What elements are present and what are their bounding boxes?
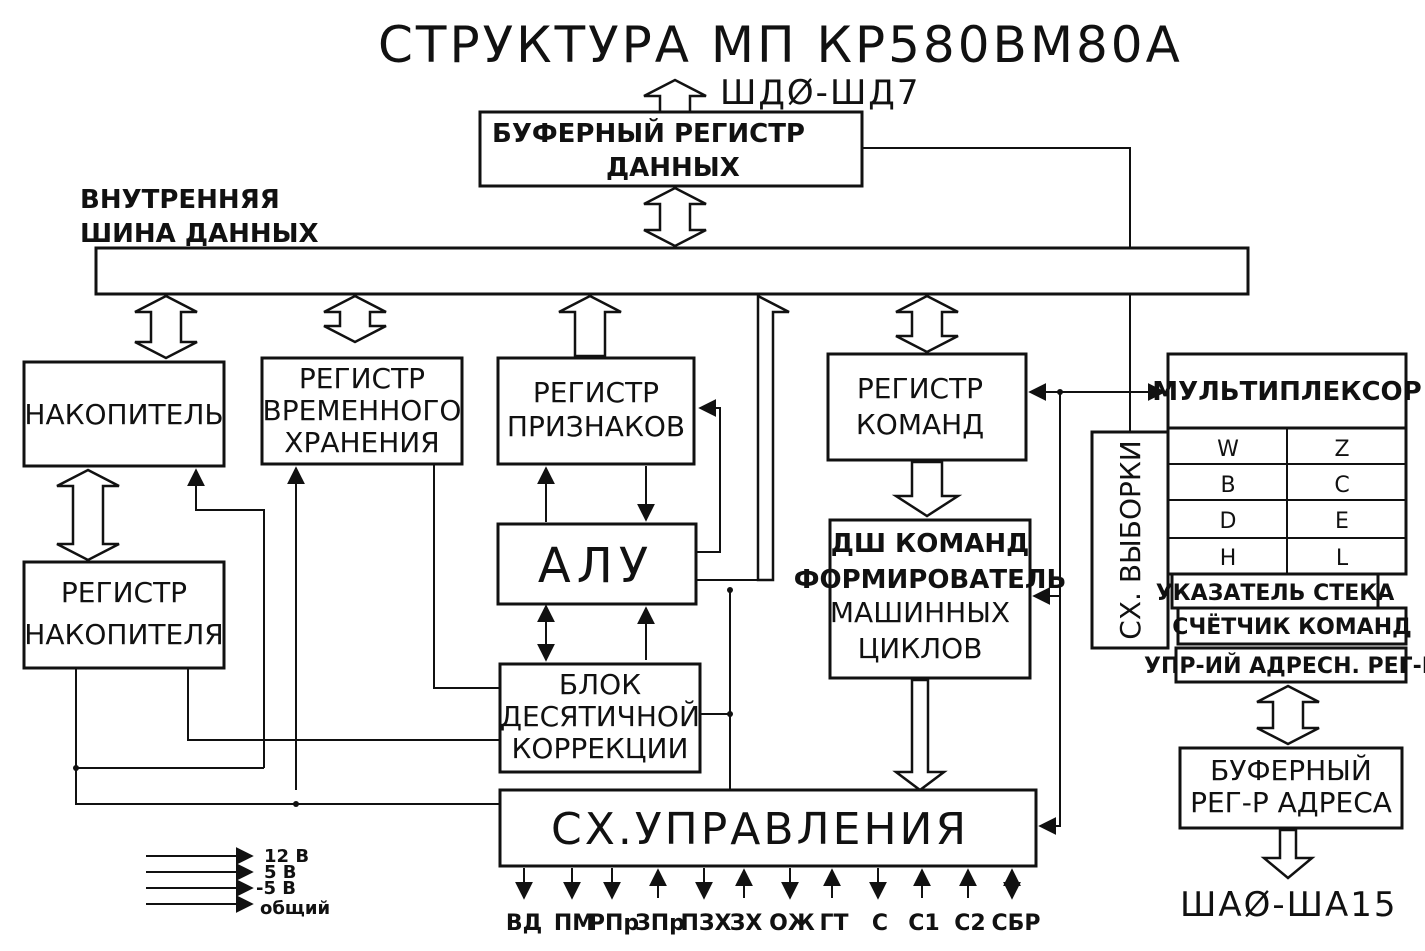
buffer-address-label-2: РЕГ-Р АДРЕСА — [1190, 786, 1392, 819]
register-h: H — [1220, 546, 1237, 571]
program-counter-label: СЧЁТЧИК КОМАНД — [1172, 614, 1411, 640]
internal-data-bus — [94, 246, 1250, 296]
register-z: Z — [1334, 437, 1349, 462]
signal-zh: ЗХ — [730, 911, 763, 936]
program-counter — [1176, 606, 1408, 646]
register-e: E — [1335, 509, 1349, 534]
diagram-title: СТРУКТУРА МП КР580ВМ80А — [378, 16, 1183, 74]
register-d: D — [1220, 509, 1237, 534]
bus-temp-arrow — [323, 294, 387, 344]
register-c: C — [1334, 473, 1349, 498]
bus-accumulator-arrow — [134, 294, 198, 360]
signal-rp: РПр — [589, 911, 639, 936]
signal-gt: ГТ — [819, 911, 848, 936]
instruction-register-block — [826, 352, 1028, 462]
buffer-data-label-2: ДАННЫХ — [606, 153, 740, 183]
decoder-label-2: ФОРМИРОВАТЕЛЬ — [794, 565, 1067, 595]
flags-register-block — [496, 356, 696, 466]
buffer-address-label-1: БУФЕРНЫЙ — [1210, 753, 1372, 787]
address-control-label: УПР-ИЙ АДРЕСН. РЕГ-Р — [1144, 653, 1425, 679]
internal-bus-label-1: ВНУТРЕННЯЯ — [80, 185, 280, 215]
power-5v: 5 В — [264, 862, 297, 883]
decimal-correction-label-1: БЛОК — [559, 668, 641, 701]
internal-bus-label-2: ШИНА ДАННЫХ — [80, 219, 319, 249]
temp-register-label-2: ВРЕМЕННОГО — [263, 394, 462, 427]
decoder-block — [828, 518, 1032, 680]
signal-s1: С1 — [908, 911, 939, 936]
signal-zp: ЗПр — [635, 911, 685, 936]
control-unit-label: СХ.УПРАВЛЕНИЯ — [551, 804, 969, 855]
buffer-data-register — [478, 110, 864, 188]
power-ground: общий — [260, 898, 330, 919]
acc-accreg-arrow — [56, 468, 120, 562]
temp-register-label-3: ХРАНЕНИЯ — [284, 426, 439, 459]
control-signal-lines — [515, 868, 1021, 900]
stack-pointer-label: УКАЗАТЕЛЬ СТЕКА — [1156, 581, 1395, 606]
signal-pm: ПМ — [554, 911, 594, 936]
flags-register-label-2: ПРИЗНАКОВ — [507, 410, 685, 443]
buffer-bus-double-arrow — [643, 186, 707, 248]
decoder-label-4: ЦИКЛОВ — [858, 632, 983, 665]
bus-instr-arrow — [895, 294, 959, 354]
address-bus-arrow — [1260, 828, 1316, 880]
data-bus-arrow — [643, 78, 707, 114]
accumulator-register-label-2: НАКОПИТЕЛЯ — [24, 618, 223, 651]
signal-s: С — [872, 911, 888, 936]
temp-register-block — [260, 356, 464, 466]
flags-register-label-1: РЕГИСТР — [533, 376, 659, 409]
stack-pointer — [1170, 572, 1380, 610]
selector-label: СХ. ВЫБОРКИ — [1114, 440, 1147, 639]
control-unit-block — [498, 788, 1038, 868]
alu-label: АЛУ — [538, 538, 654, 594]
decoder-label-3: МАШИННЫХ — [830, 596, 1010, 629]
regfile-buffer-address-arrow — [1256, 684, 1320, 746]
instruction-register-label-1: РЕГИСТР — [857, 372, 983, 405]
decimal-correction-label-3: КОРРЕКЦИИ — [512, 732, 689, 765]
instr-decoder-arrow — [891, 460, 963, 518]
signal-s2: С2 — [954, 911, 985, 936]
decoder-control-arrow — [892, 678, 948, 792]
temp-register-label-1: РЕГИСТР — [299, 362, 425, 395]
multiplexer-block — [1166, 352, 1408, 430]
address-control-register — [1174, 646, 1408, 684]
data-bus-label: ШДØ-ШД7 — [720, 73, 921, 113]
signal-ozh: ОЖ — [769, 911, 815, 936]
decimal-correction-label-2: ДЕСЯТИЧНОЙ — [500, 699, 700, 733]
alu-to-bus-arrow — [756, 293, 790, 582]
accumulator-register-block — [22, 560, 226, 670]
signal-vd: ВД — [506, 911, 542, 936]
multiplexer-label: МУЛЬТИПЛЕКСОР — [1152, 377, 1421, 407]
signal-sbr: СБР — [991, 911, 1040, 936]
register-w: W — [1217, 437, 1239, 462]
power-legend — [146, 847, 254, 913]
accumulator-register-label-1: РЕГИСТР — [61, 576, 187, 609]
buffer-data-label-1: БУФЕРНЫЙ РЕГИСТР — [492, 117, 805, 149]
buffer-to-selector-line — [862, 147, 1131, 432]
power-minus5v: -5 В — [256, 878, 296, 899]
register-l: L — [1336, 546, 1349, 571]
decoder-label-1: ДШ КОМАНД — [831, 529, 1030, 559]
accumulator-label: НАКОПИТЕЛЬ — [24, 398, 223, 431]
instruction-register-label-2: КОМАНД — [856, 408, 984, 441]
accumulator-block — [22, 360, 226, 468]
flags-to-bus-arrow — [558, 294, 622, 358]
decimal-correction-block — [498, 662, 702, 774]
selector-block — [1090, 430, 1170, 650]
address-bus-label: ШАØ-ША15 — [1180, 885, 1398, 925]
buffer-address-register — [1178, 746, 1404, 830]
signal-pzh: ПЗХ — [680, 911, 731, 936]
alu-block — [496, 522, 698, 606]
register-b: B — [1220, 473, 1235, 498]
power-12v: 12 В — [264, 846, 309, 867]
